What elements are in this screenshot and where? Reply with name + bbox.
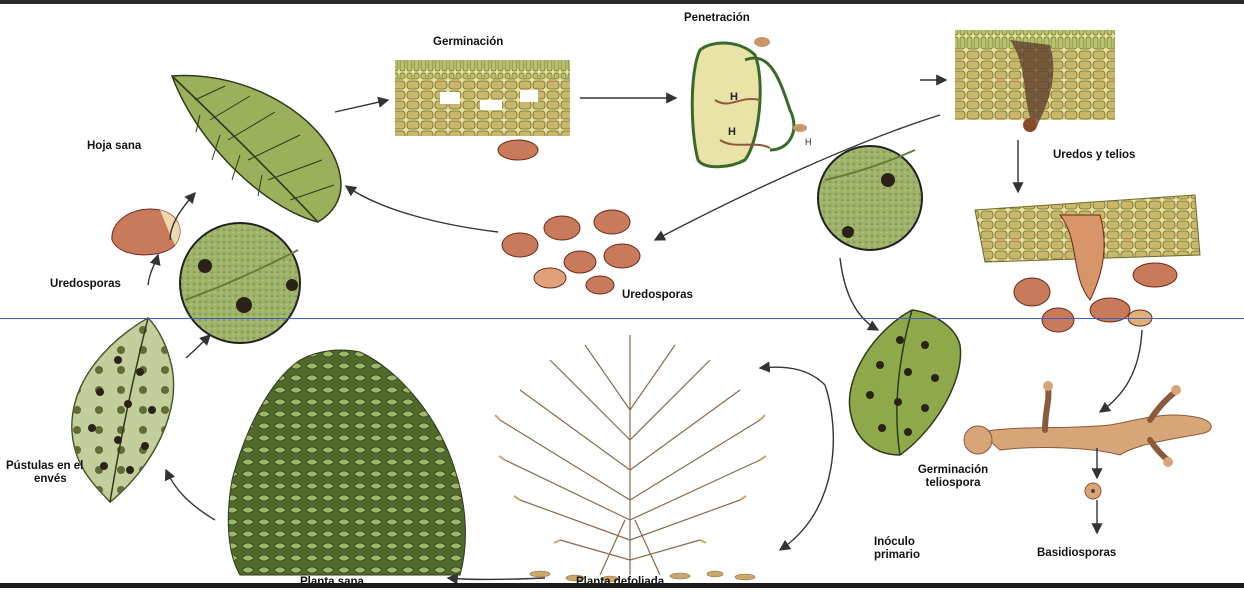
arrow-leaf-to-germination (335, 100, 388, 112)
haustorium-marker-2: H (728, 126, 736, 138)
germination-tissue-section (395, 60, 570, 160)
magnified-leaf-circle-right (818, 146, 922, 250)
leaf-with-pustules-left (72, 318, 174, 502)
haustorium-marker-1: H (730, 91, 738, 103)
label-inoculo-line2: primario (874, 549, 920, 562)
penetration-cell: H H H (692, 37, 811, 167)
arrow-pustule-leaf-to-circle (186, 335, 210, 358)
healthy-plant (228, 350, 465, 575)
basidiospore (1085, 483, 1101, 499)
divider-line (0, 318, 1244, 319)
arrow-circle-to-leaf (840, 258, 878, 330)
label-inoculo-primario: Inóculo primario (874, 536, 920, 562)
arrow-healthy-plant-to-leaf (166, 470, 215, 520)
label-pustulas: Pústulas en el envés (6, 460, 83, 486)
germinating-teliospore (964, 381, 1211, 467)
urediniospores-cluster (502, 210, 640, 294)
infected-tissue-section (955, 30, 1115, 132)
arrow-inoculum-to-ground (780, 385, 833, 550)
label-germinacion-teliospora-line1: Germinación (898, 464, 1008, 477)
label-uredosporas-center: Uredosporas (622, 289, 693, 302)
label-planta-sana: Planta sana (300, 576, 364, 589)
label-germinacion-teliospora-line2: teliospora (898, 477, 1008, 490)
arrow-defoliated-to-healthy (448, 578, 545, 580)
label-inoculo-line1: Inóculo (874, 536, 920, 549)
uredia-telia-section (975, 195, 1200, 332)
label-basidiosporas: Basidiosporas (1037, 547, 1116, 560)
healthy-leaf (172, 76, 341, 222)
label-penetracion: Penetración (684, 12, 750, 25)
arrow-circle-to-spore (148, 255, 158, 285)
label-germinacion: Germinación (433, 36, 503, 49)
leaf-with-pustules-right (849, 310, 960, 455)
arrow-uredia-to-basidium (1100, 330, 1142, 412)
label-uredos-telios: Uredos y telios (1053, 149, 1135, 162)
label-pustulas-line2: envés (6, 473, 83, 486)
arrow-inoculum-to-defoliated (760, 367, 825, 385)
haustorium-marker-3: H (805, 137, 812, 147)
magnified-leaf-circle-left (180, 223, 300, 343)
label-hoja-sana: Hoja sana (87, 140, 141, 153)
label-pustulas-line1: Pústulas en el (6, 460, 83, 473)
label-planta-defoliada: Planta defoliada (576, 576, 664, 589)
arrow-urediniospores-to-leaf (346, 186, 498, 232)
label-germinacion-teliospora: Germinación teliospora (898, 464, 1008, 490)
urediniospore-single (112, 209, 180, 255)
label-uredosporas-left: Uredosporas (50, 278, 121, 291)
defoliated-plant (495, 335, 766, 582)
